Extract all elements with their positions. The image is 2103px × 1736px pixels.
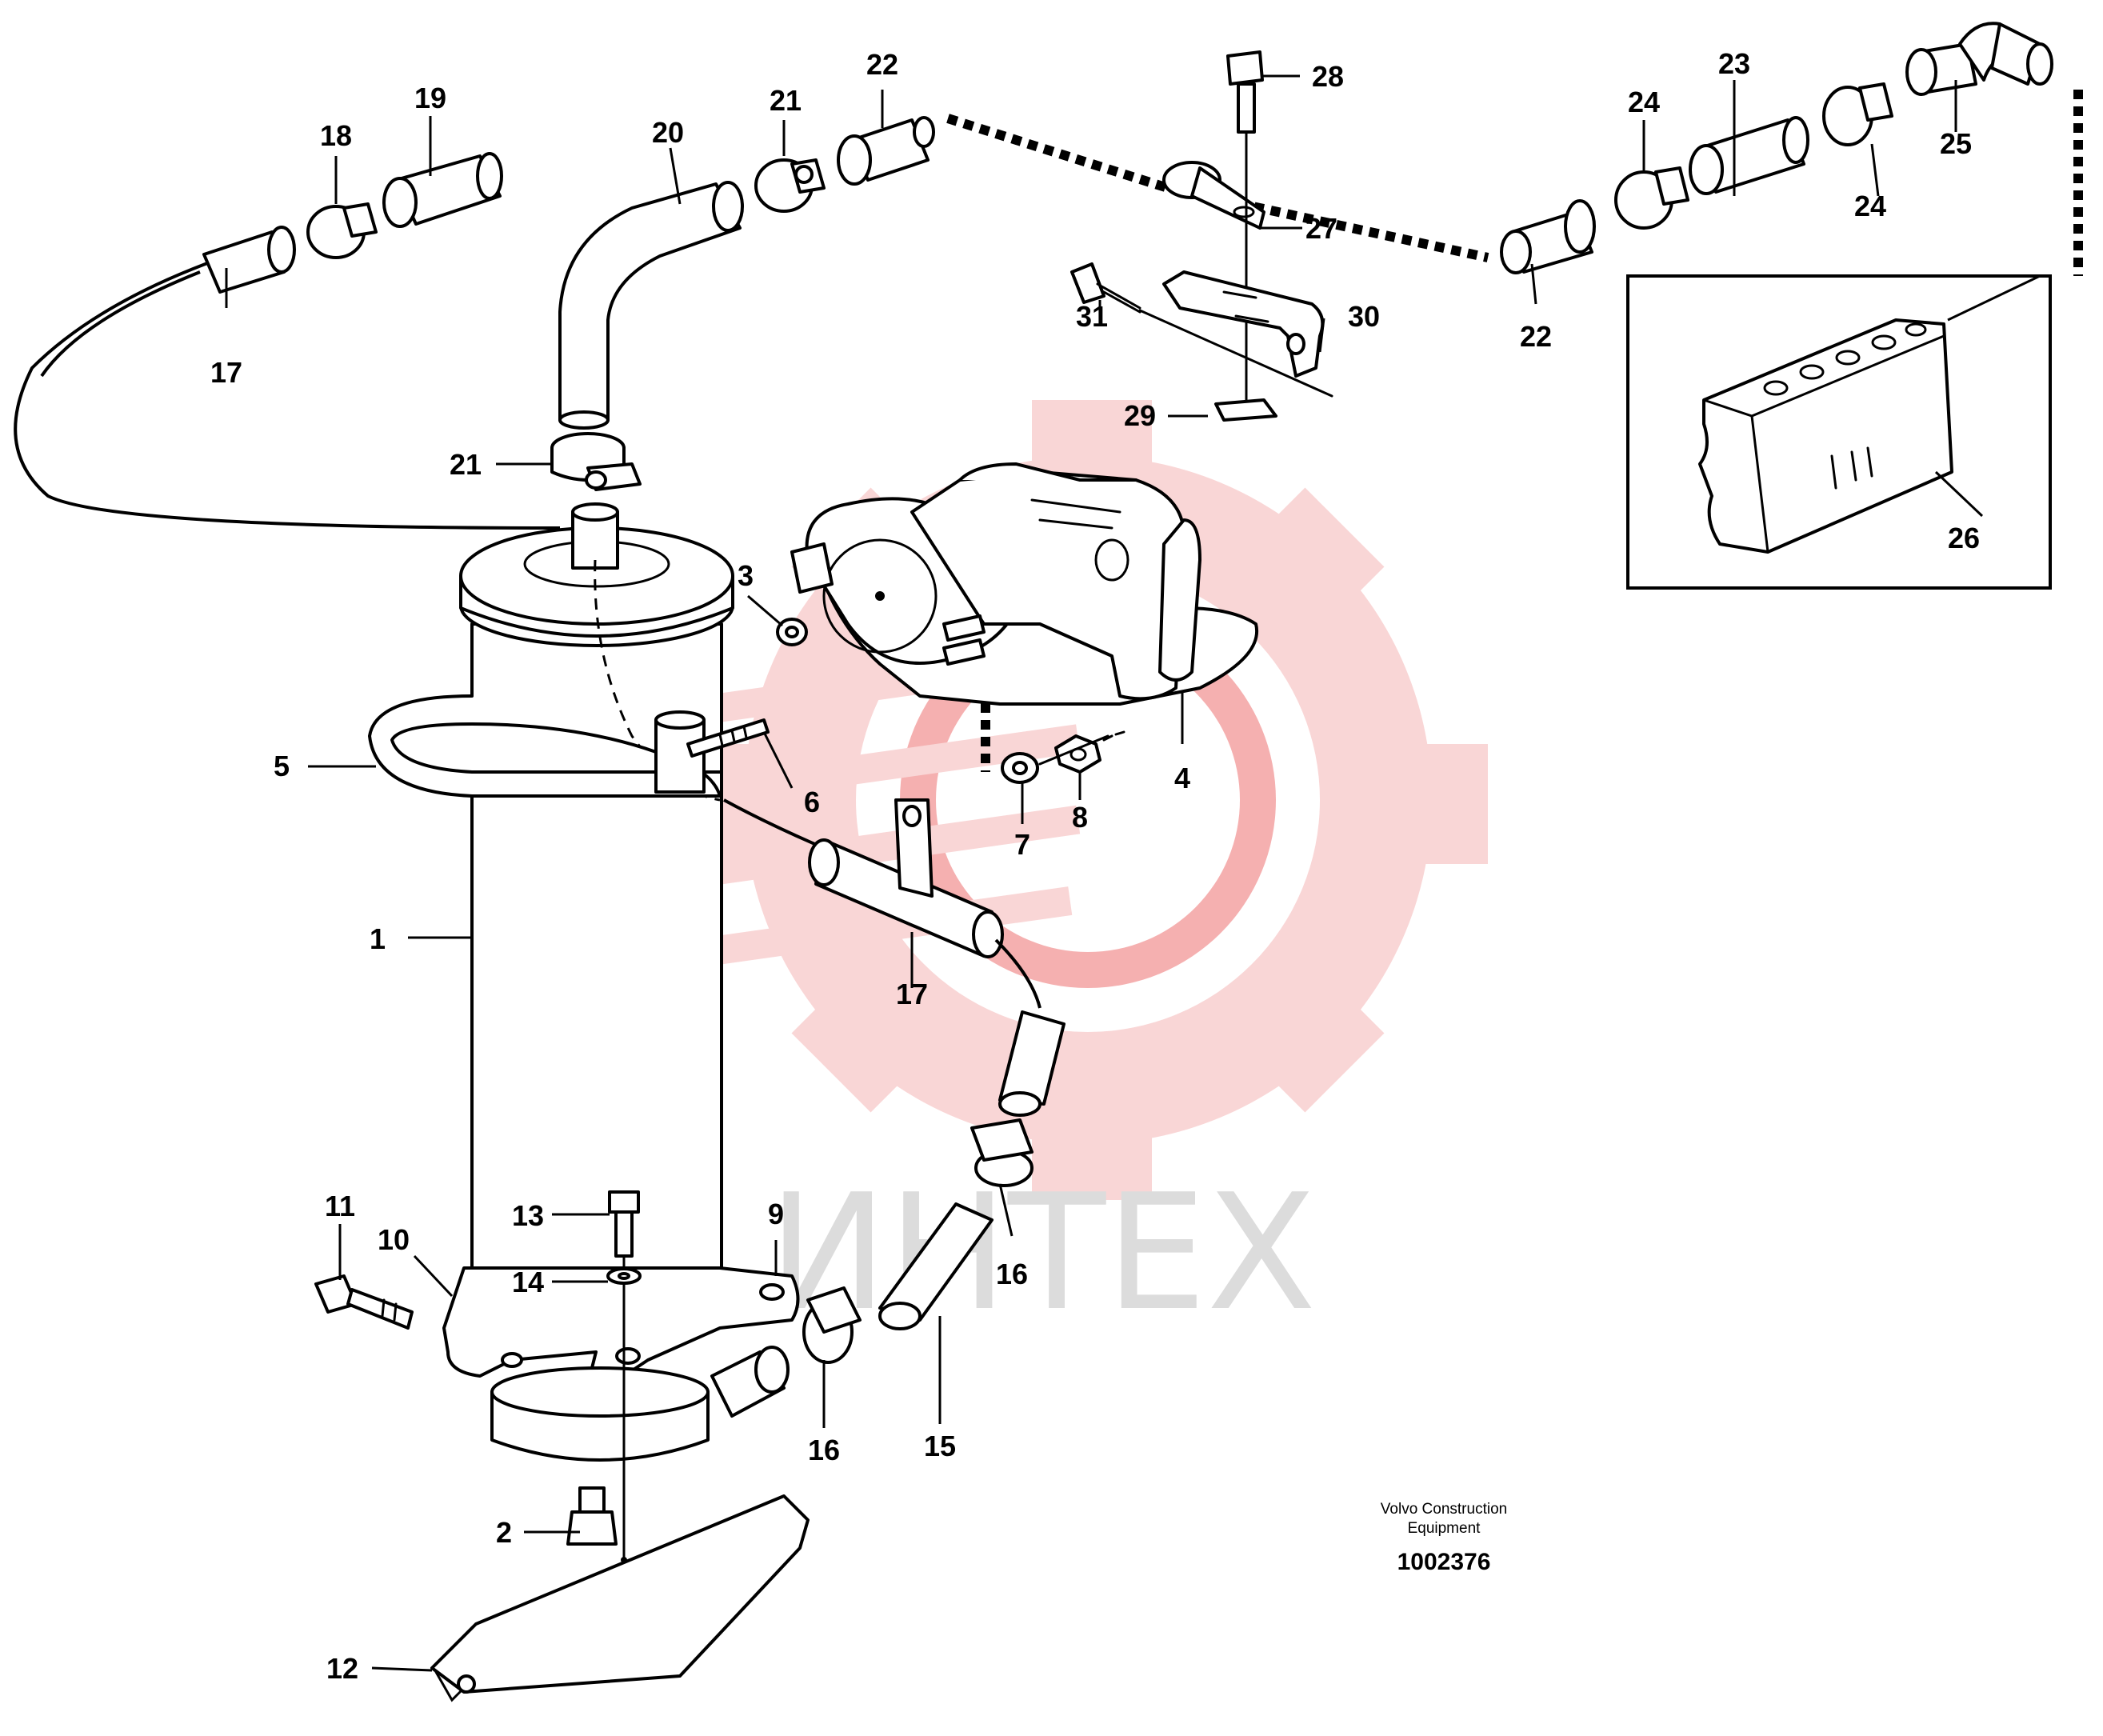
nut-29 — [1214, 398, 1277, 422]
caption-company: Volvo Construction — [1381, 1501, 1507, 1518]
pipe-22-right — [1500, 199, 1596, 274]
hose-20 — [558, 181, 744, 430]
callout-19: 19 — [414, 82, 446, 114]
mounting-band — [368, 694, 722, 798]
callout-4: 4 — [1174, 762, 1190, 794]
hose-clamp-18 — [306, 202, 378, 259]
hose-clamp-16-upper — [970, 1118, 1034, 1187]
callout-25: 25 — [1940, 127, 1972, 160]
callout-16-upper: 16 — [996, 1258, 1028, 1290]
bracket-30 — [1162, 270, 1325, 378]
hose-clamp-21-lower — [550, 432, 642, 491]
callout-14: 14 — [512, 1266, 544, 1298]
hose-clamp-24-right — [1822, 82, 1893, 146]
washer-3 — [776, 618, 808, 646]
callout-6: 6 — [804, 786, 820, 818]
callout-2: 2 — [496, 1516, 512, 1549]
lower-plate — [430, 1494, 810, 1702]
washer-7 — [1001, 752, 1039, 784]
bolt-13 — [608, 1190, 640, 1258]
caption: Volvo Construction Equipment 1002376 — [1381, 1501, 1507, 1575]
callout-31: 31 — [1076, 300, 1108, 333]
callout-21-upper: 21 — [770, 84, 802, 117]
callout-21-lower: 21 — [450, 448, 482, 481]
callout-10: 10 — [378, 1223, 410, 1256]
callout-24-left: 24 — [1628, 86, 1660, 118]
washer-14 — [606, 1267, 642, 1285]
bolt-28 — [1226, 50, 1264, 134]
callout-27: 27 — [1305, 212, 1337, 245]
callout-18: 18 — [320, 119, 352, 152]
callout-26: 26 — [1948, 522, 1980, 554]
callout-1: 1 — [370, 922, 386, 955]
stud-6 — [686, 718, 770, 758]
callout-28: 28 — [1312, 60, 1344, 93]
callout-17-lower: 17 — [896, 978, 928, 1010]
callout-labels: 1 2 3 4 5 6 7 8 9 10 11 12 13 14 15 16 1… — [210, 47, 1980, 1685]
hose-bracket-tab — [894, 798, 934, 898]
hose-clamp-24-left — [1614, 166, 1689, 230]
callout-20: 20 — [652, 116, 684, 149]
filter-bowl — [490, 1346, 790, 1462]
pipe-22-left — [837, 116, 935, 186]
callout-16-lower: 16 — [808, 1434, 840, 1466]
callout-9: 9 — [768, 1198, 784, 1230]
callout-3: 3 — [738, 559, 754, 592]
hose-17-loop — [14, 226, 561, 530]
hose-23 — [1689, 116, 1809, 195]
callout-23: 23 — [1718, 47, 1750, 80]
callout-8: 8 — [1072, 801, 1088, 834]
bolt-11 — [314, 1274, 414, 1330]
callout-5: 5 — [274, 750, 290, 782]
filter-head-housing — [790, 462, 1259, 706]
hose-clamp-16-lower — [802, 1286, 862, 1364]
callout-17-left: 17 — [210, 356, 242, 389]
document-number: 1002376 — [1397, 1549, 1491, 1575]
callout-13: 13 — [512, 1199, 544, 1232]
bolt-31 — [1070, 262, 1141, 314]
callout-29: 29 — [1124, 399, 1156, 432]
callout-15: 15 — [924, 1430, 956, 1462]
callout-7: 7 — [1014, 828, 1030, 861]
hose-19 — [382, 152, 503, 228]
hose-clamp-21-upper — [754, 158, 826, 213]
clip-27 — [1162, 161, 1265, 230]
callout-30: 30 — [1348, 300, 1380, 333]
drain-plug — [566, 1486, 618, 1546]
hose-15 — [878, 1202, 994, 1330]
callout-12: 12 — [326, 1652, 358, 1685]
filter-canister — [459, 502, 734, 1282]
callout-24-right: 24 — [1854, 190, 1886, 222]
callout-22-right: 22 — [1520, 320, 1552, 353]
callout-11: 11 — [325, 1190, 355, 1222]
hose-17-lower — [723, 798, 1065, 1117]
leader-lines — [225, 74, 1984, 1672]
caption-subtitle: Equipment — [1408, 1520, 1481, 1537]
elbow-25 — [1905, 22, 2053, 96]
callout-22-left: 22 — [866, 48, 898, 81]
inset-engine-block — [1626, 274, 2052, 590]
